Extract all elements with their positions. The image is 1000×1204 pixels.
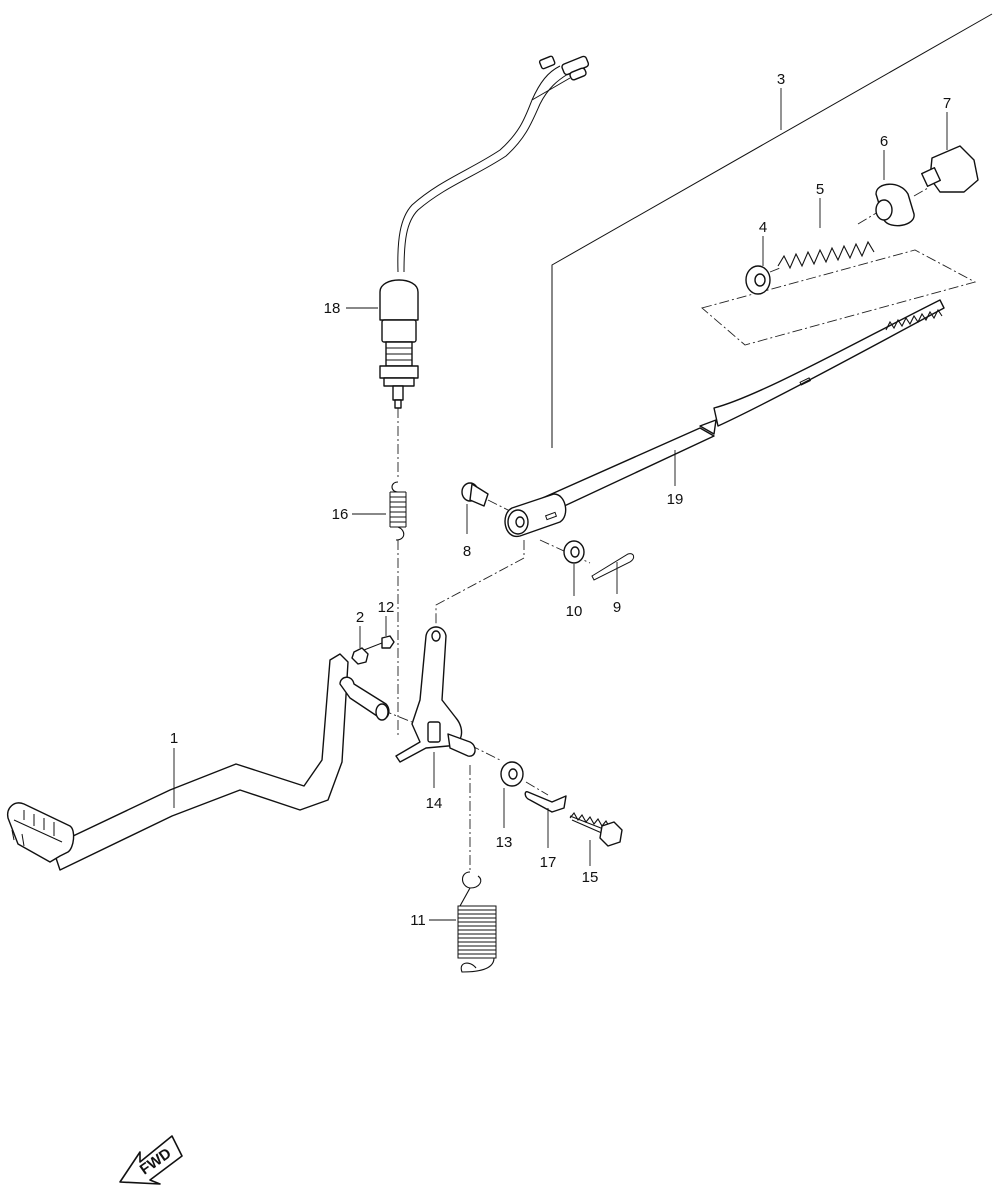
callout-16: 16 bbox=[332, 506, 349, 523]
callout-4: 4 bbox=[759, 219, 767, 236]
washer-4 bbox=[745, 265, 771, 295]
washer-10 bbox=[563, 540, 585, 564]
clevis-pin bbox=[461, 482, 489, 507]
callout-19: 19 bbox=[667, 491, 684, 508]
compression-spring bbox=[777, 240, 875, 270]
callout-15: 15 bbox=[582, 869, 599, 886]
callout-13: 13 bbox=[496, 834, 513, 851]
callout-5: 5 bbox=[816, 181, 824, 198]
callout-8: 8 bbox=[463, 543, 471, 560]
pivot-bolt bbox=[363, 635, 395, 651]
brake-pedal bbox=[7, 653, 390, 871]
cotter-pin bbox=[591, 553, 635, 581]
brake-light-switch bbox=[379, 55, 590, 409]
fwd-arrow-icon: FWD bbox=[119, 1135, 183, 1185]
callout-11: 11 bbox=[410, 912, 426, 929]
callout-17: 17 bbox=[540, 854, 557, 871]
small-return-spring bbox=[389, 481, 407, 541]
callout-9: 9 bbox=[613, 599, 621, 616]
flange-bolt bbox=[569, 812, 623, 847]
rod-joint bbox=[875, 183, 915, 227]
pivot-nut bbox=[351, 647, 369, 665]
brake-arm-lever bbox=[395, 626, 476, 763]
callout-7: 7 bbox=[943, 95, 951, 112]
callout-2: 2 bbox=[356, 609, 364, 626]
large-return-spring bbox=[457, 871, 497, 973]
lock-plate bbox=[524, 790, 567, 813]
callout-10: 10 bbox=[566, 603, 583, 620]
leader-lines bbox=[173, 88, 948, 921]
brake-rod bbox=[504, 299, 945, 537]
washer-13 bbox=[500, 761, 524, 787]
callout-12: 12 bbox=[378, 599, 395, 616]
callout-labels: 1 2 3 4 5 6 7 8 9 10 11 12 13 14 15 16 1… bbox=[170, 71, 951, 929]
assembly-3-bracket bbox=[551, 13, 993, 448]
assembly-guide-lines bbox=[381, 187, 977, 870]
callout-6: 6 bbox=[880, 133, 888, 150]
callout-14: 14 bbox=[426, 795, 443, 812]
callout-3: 3 bbox=[777, 71, 785, 88]
callout-1: 1 bbox=[170, 730, 178, 747]
adjusting-nut bbox=[920, 145, 979, 193]
callout-18: 18 bbox=[324, 300, 341, 317]
